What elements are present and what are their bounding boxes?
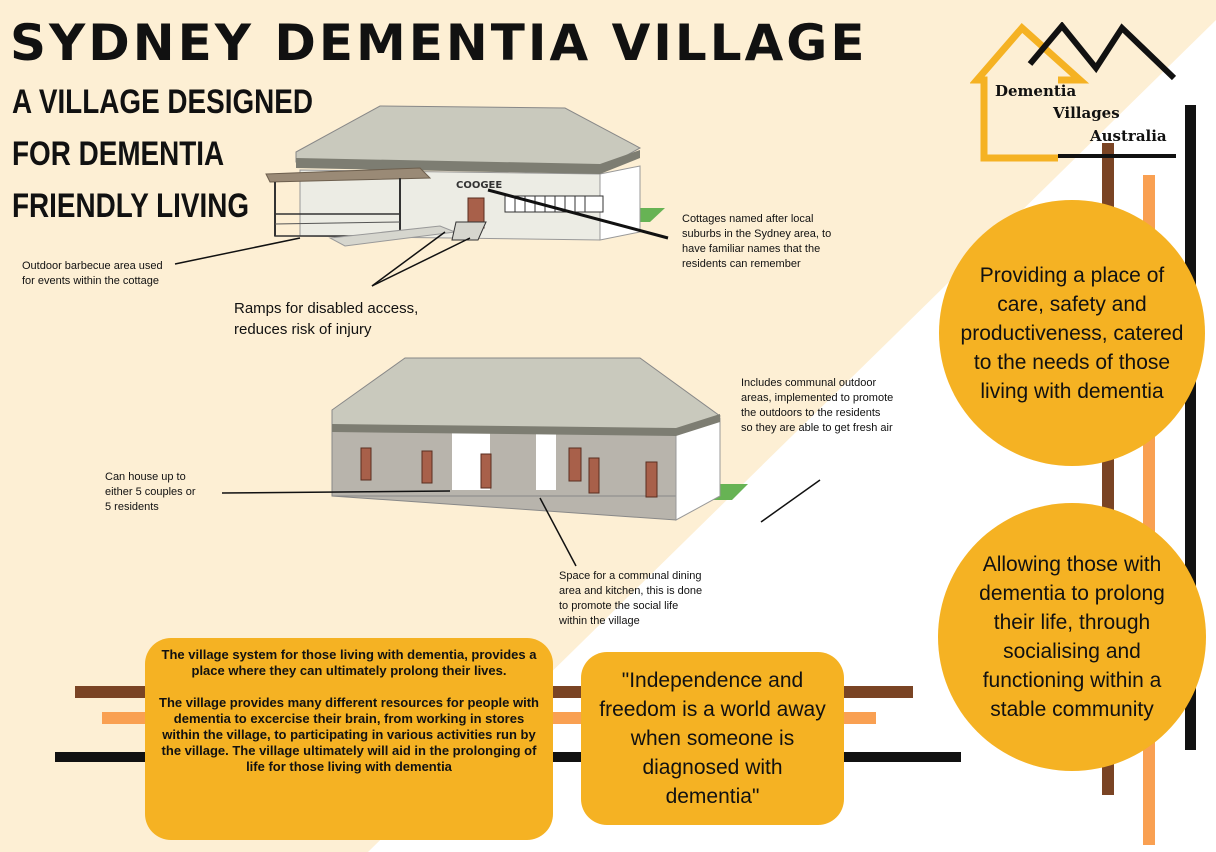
cutaway-roof [331, 357, 722, 431]
bbq-annotation: Outdoor barbecue area used for events wi… [22, 260, 163, 287]
cutaway-door-3 [480, 453, 492, 489]
cottage-roof-fascia [296, 150, 640, 174]
house-annotation: Can house up to either 5 couples or 5 re… [105, 471, 196, 513]
cutaway-door-1 [360, 447, 372, 481]
ramps-annotation: Ramps for disabled access, reduces risk … [234, 300, 419, 338]
cutaway-door-2 [421, 450, 433, 484]
subtitle-line-2: FOR DEMENTIA [12, 135, 225, 173]
bbq-veranda-roof [265, 167, 432, 183]
dining-leader-line [539, 497, 577, 567]
village-info-box: The village system for those living with… [145, 638, 553, 840]
cutaway-door-5 [588, 457, 600, 494]
cutaway-white-wall-2 [536, 432, 556, 490]
page-subtitle: A VILLAGE DESIGNED FOR DEMENTIA FRIENDLY… [12, 76, 313, 232]
page-title: SYDNEY DEMENTIA VILLAGE [10, 14, 868, 72]
care-safety-circle: Providing a place of care, safety and pr… [939, 200, 1205, 466]
dementia-villages-logo [970, 22, 1177, 162]
cottages-leader-line [487, 188, 669, 240]
prolong-life-text: Allowing those with dementia to prolong … [979, 553, 1165, 721]
cottage-sign: COOGEE [456, 180, 503, 191]
logo-mountain-peaks [1027, 22, 1177, 81]
outdoor-leader-line [760, 479, 821, 523]
cutaway-roof-fascia [332, 414, 720, 436]
quote-text: "Independence and freedom is a world awa… [599, 669, 826, 808]
bbq-leader-line [174, 237, 301, 265]
village-info-paragraph-1: The village system for those living with… [161, 647, 537, 678]
village-info-paragraph-2: The village provides many different reso… [159, 695, 539, 774]
house-leader-line [221, 490, 451, 494]
stripe-black-vertical [1185, 105, 1196, 750]
cutaway-door-4 [568, 447, 582, 482]
ramps-leader-line-2 [371, 237, 471, 287]
cutaway-door-6 [645, 461, 658, 498]
cutaway-interior [331, 427, 677, 497]
logo-text-line-2: Villages [1053, 104, 1120, 122]
ramp-right [451, 221, 487, 241]
care-safety-text: Providing a place of care, safety and pr… [960, 263, 1184, 403]
subtitle-line-1: A VILLAGE DESIGNED [12, 83, 314, 121]
dining-annotation: Space for a communal dining area and kit… [559, 570, 703, 627]
quote-box: "Independence and freedom is a world awa… [581, 652, 844, 825]
outdoor-annotation: Includes communal outdoor areas, impleme… [741, 377, 894, 434]
prolong-life-circle: Allowing those with dementia to prolong … [938, 503, 1206, 771]
logo-text-line-1: Dementia [995, 82, 1077, 100]
logo-house-outline [970, 23, 1090, 162]
subtitle-line-3: FRIENDLY LIVING [12, 187, 250, 225]
cottages-annotation: Cottages named after local suburbs in th… [682, 213, 832, 270]
bbq-deck [274, 213, 401, 237]
logo-text-line-3: Australia [1090, 127, 1167, 145]
ramps-leader-line-1 [371, 231, 446, 287]
